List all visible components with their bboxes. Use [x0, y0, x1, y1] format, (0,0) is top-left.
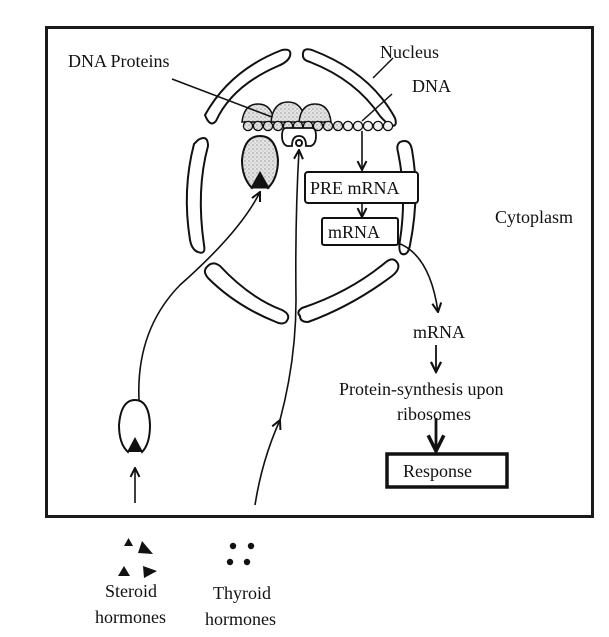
steroid-receptor-cytoplasmic: [117, 398, 152, 454]
dna-label: DNA: [412, 76, 451, 96]
dna-bead: [362, 120, 374, 132]
mrna-nuclear-label: mRNA: [328, 222, 380, 242]
dna-bead: [332, 120, 344, 132]
nucleus-label: Nucleus: [380, 42, 439, 62]
thyroid-path-entry-arrow: [254, 420, 280, 506]
thyroid-receptor: [281, 127, 317, 147]
dna-bead: [242, 120, 254, 132]
dna-bead: [262, 120, 274, 132]
dna-bead: [352, 120, 364, 132]
protein-synthesis-label-line1: Protein-synthesis upon: [339, 379, 504, 399]
mrna-export-arrow: [397, 242, 438, 312]
dna-bead: [342, 120, 354, 132]
thyroid-legend-line1: Thyroid: [213, 583, 271, 603]
dna-bead: [322, 120, 334, 132]
diagram-frame: [45, 26, 594, 518]
dna-proteins-label: DNA Proteins: [68, 51, 170, 71]
dna-proteins: [241, 101, 332, 123]
dna-bead: [252, 120, 264, 132]
pathway-arrows: [135, 131, 438, 506]
steroid-hormones-icon: [118, 538, 157, 578]
dna-bead: [372, 120, 384, 132]
envelope-segment-bottom-left: [203, 262, 290, 325]
steroid-hormone-bound-icon: [250, 170, 270, 189]
steroid-hormone-icon: [127, 437, 143, 452]
dna-strand: [242, 120, 394, 132]
steroid-receptor-nuclear: [240, 134, 280, 190]
dna-bead: [312, 120, 324, 132]
leader-lines: [171, 57, 394, 122]
envelope-segment-bottom-right: [297, 258, 400, 324]
nuclear-envelope: [185, 48, 417, 325]
response-box: [385, 452, 509, 489]
dna-leader: [361, 93, 393, 122]
legend-thyroid-hormones: Thyroid hormones: [205, 542, 276, 629]
thyroid-legend-line2: hormones: [205, 609, 276, 629]
dna-bead: [272, 120, 284, 132]
cytoplasm-label: Cytoplasm: [495, 207, 573, 227]
dna-proteins-leader: [171, 78, 273, 118]
thyroid-hormone-bound-icon: [295, 139, 303, 147]
envelope-segment-left: [185, 137, 210, 254]
nucleus-leader: [372, 57, 394, 79]
dna-protein-3: [298, 103, 332, 123]
mrna-cytoplasm-label: mRNA: [413, 322, 465, 342]
pre-mrna-label: PRE mRNA: [310, 178, 400, 198]
thyroid-path-arrow: [279, 150, 299, 421]
response-label: Response: [403, 461, 472, 481]
steroid-path-arrow: [138, 192, 260, 401]
legend-steroid-hormones: Steroid hormones: [95, 538, 166, 627]
dna-bead: [382, 120, 394, 132]
steroid-legend-line1: Steroid: [105, 581, 157, 601]
envelope-segment-top-left: [203, 48, 292, 125]
thyroid-hormones-icon: [226, 542, 255, 566]
protein-synthesis-label-line2: ribosomes: [397, 404, 471, 424]
steroid-legend-line2: hormones: [95, 607, 166, 627]
